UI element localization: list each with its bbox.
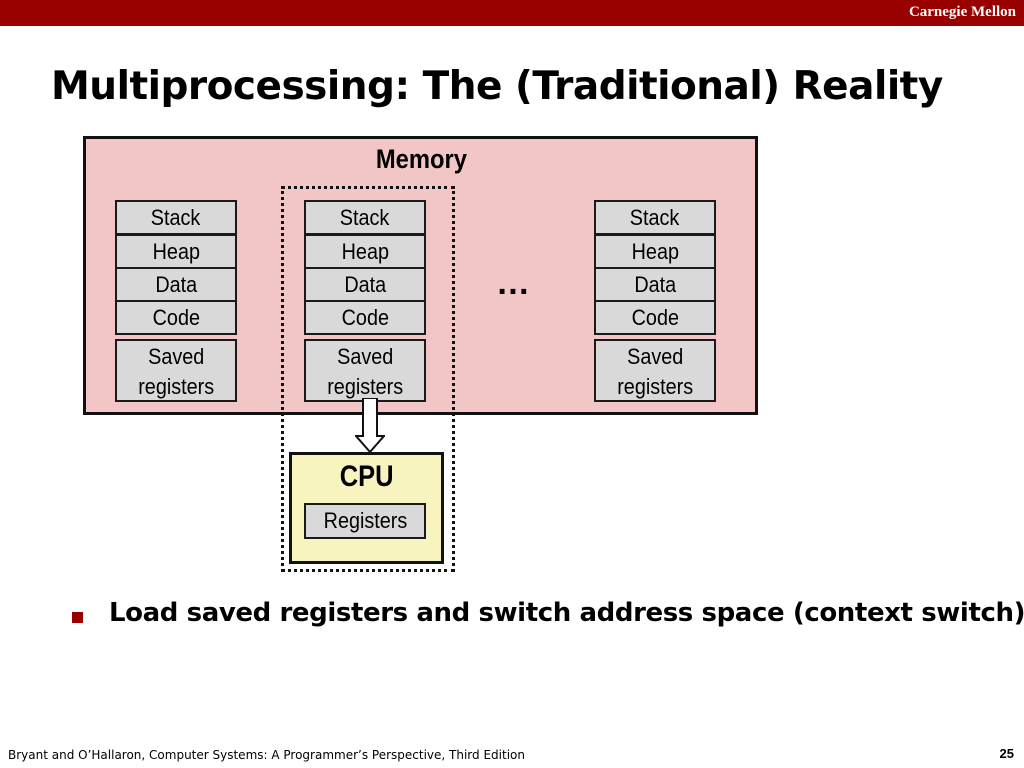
- brand-label: Carnegie Mellon: [908, 4, 1016, 20]
- more-processes-ellipsis: …: [496, 264, 530, 302]
- segment-label: Code: [341, 305, 389, 330]
- segment-label: Data: [155, 272, 197, 297]
- process-1-saved-registers: Saved registers: [115, 339, 237, 402]
- process-2-stack: Stack: [304, 200, 426, 235]
- saved-line-2: registers: [327, 374, 403, 399]
- segment-label: Heap: [341, 239, 389, 264]
- process-3-stack: Stack: [594, 200, 716, 235]
- cpu-label-text: CPU: [339, 460, 394, 493]
- bullet-text: Load saved registers and switch address …: [109, 598, 1024, 628]
- process-3-heap: Heap: [594, 234, 716, 269]
- page-number: 25: [999, 746, 1014, 761]
- saved-line-2: registers: [617, 374, 693, 399]
- segment-label: Heap: [631, 239, 679, 264]
- segment-label: Stack: [630, 205, 680, 230]
- cpu-label: CPU: [289, 460, 444, 494]
- segment-label: Heap: [152, 239, 200, 264]
- slide-title: Multiprocessing: The (Traditional) Reali…: [51, 64, 943, 109]
- cpu-registers: Registers: [304, 503, 426, 539]
- footer-citation: Bryant and O’Hallaron, Computer Systems:…: [8, 748, 525, 762]
- header-bar: Carnegie Mellon: [0, 0, 1024, 26]
- saved-line-1: Saved: [147, 344, 205, 369]
- active-process-highlight: [281, 186, 455, 572]
- segment-label: Code: [631, 305, 679, 330]
- process-1-code: Code: [115, 300, 237, 335]
- segment-label: Code: [152, 305, 200, 330]
- process-1-data: Data: [115, 267, 237, 302]
- segment-label: Data: [634, 272, 676, 297]
- process-3-code: Code: [594, 300, 716, 335]
- saved-line-1: Saved: [626, 344, 684, 369]
- load-arrow: [355, 398, 385, 454]
- process-2-heap: Heap: [304, 234, 426, 269]
- process-1-stack: Stack: [115, 200, 237, 235]
- process-3-data: Data: [594, 267, 716, 302]
- segment-label: Stack: [340, 205, 390, 230]
- memory-label: Memory: [375, 144, 467, 174]
- process-2-saved-registers: Saved registers: [304, 339, 426, 402]
- registers-label: Registers: [323, 508, 407, 533]
- process-2-code: Code: [304, 300, 426, 335]
- saved-line-1: Saved: [336, 344, 394, 369]
- segment-label: Stack: [151, 205, 201, 230]
- saved-line-2: registers: [138, 374, 214, 399]
- process-1-heap: Heap: [115, 234, 237, 269]
- segment-label: Data: [344, 272, 386, 297]
- bullet-marker: [72, 612, 83, 623]
- process-3-saved-registers: Saved registers: [594, 339, 716, 402]
